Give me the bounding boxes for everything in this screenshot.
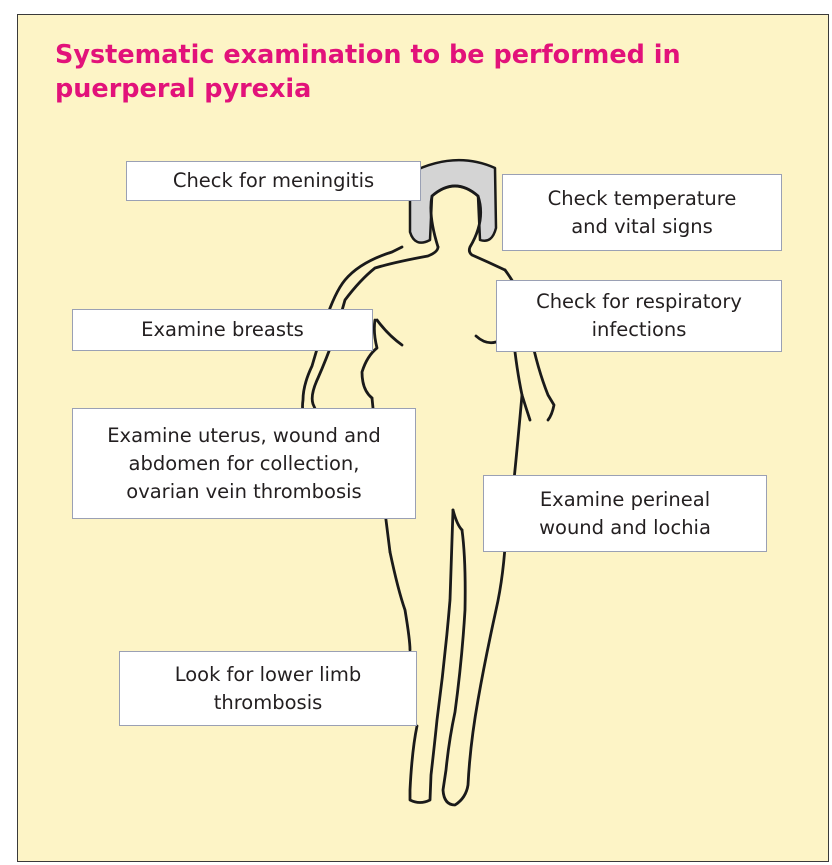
right-breast-outline — [476, 336, 496, 343]
label-examine-uterus: Examine uterus, wound and abdomen for co… — [72, 408, 416, 519]
leg-divider-outline — [453, 510, 462, 530]
label-check-temperature: Check temperature and vital signs — [502, 174, 782, 251]
left-breast-outline — [377, 320, 402, 345]
label-examine-breasts: Examine breasts — [72, 309, 373, 351]
hair-shape — [410, 160, 496, 243]
label-check-meningitis: Check for meningitis — [126, 161, 421, 201]
label-check-respiratory: Check for respiratory infections — [496, 280, 782, 352]
right-leg-outline — [443, 530, 506, 805]
label-examine-perineal: Examine perineal wound and lochia — [483, 475, 767, 552]
label-lower-limb-thrombosis: Look for lower limb thrombosis — [119, 651, 417, 726]
